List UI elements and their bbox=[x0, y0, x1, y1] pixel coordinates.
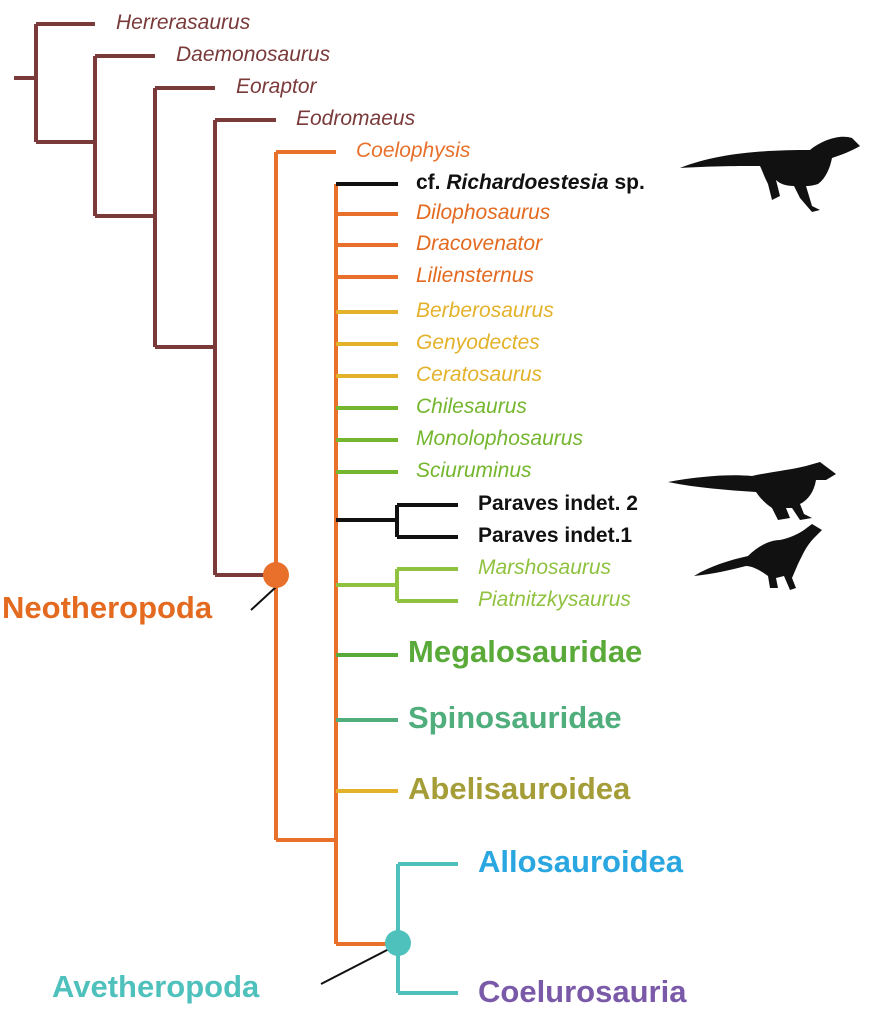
branch-eodromaeus bbox=[155, 118, 276, 575]
label-coelurosauria: Coelurosauria bbox=[478, 974, 687, 1009]
branch-allosauroidea-coelurosauria bbox=[396, 862, 458, 995]
avetheropoda-node bbox=[385, 930, 411, 956]
label-richardoestesia-genus: Richardoestesia bbox=[446, 171, 609, 194]
label-piatnitzkysaurus: Piatnitzkysaurus bbox=[478, 588, 631, 611]
label-sciuruminus: Sciuruminus bbox=[416, 459, 532, 482]
label-chilesaurus: Chilesaurus bbox=[416, 395, 527, 418]
green-branches bbox=[336, 406, 398, 474]
label-berberosaurus: Berberosaurus bbox=[416, 299, 554, 322]
branch-marshosaurus-piatnitzkysaurus bbox=[336, 567, 458, 603]
label-monolophosaurus: Monolophosaurus bbox=[416, 427, 583, 450]
branch-coelophysis bbox=[274, 150, 336, 840]
yellow-branches bbox=[336, 310, 398, 793]
black-branches bbox=[336, 182, 458, 539]
clade-label-avetheropoda: Avetheropoda bbox=[52, 969, 260, 1004]
branch-daemonosaurus bbox=[36, 54, 155, 216]
label-herrerasaurus: Herrerasaurus bbox=[116, 11, 251, 34]
label-richardoestesia: cf. Richardoestesia sp. bbox=[416, 172, 645, 193]
clade-label-neotheropoda: Neotheropoda bbox=[2, 590, 213, 625]
piatnitzkysaurid-branches bbox=[336, 567, 458, 603]
label-ceratosaurus: Ceratosaurus bbox=[416, 363, 543, 386]
label-richardoestesia-suffix: sp. bbox=[614, 171, 645, 194]
branch-herrerasaurus bbox=[34, 22, 95, 142]
label-dracovenator: Dracovenator bbox=[416, 232, 543, 255]
avetheropoda-branches bbox=[396, 862, 458, 995]
richardoestesia-silhouette bbox=[680, 136, 860, 212]
avetheropoda-pointer bbox=[320, 948, 390, 985]
label-allosauroidea: Allosauroidea bbox=[478, 844, 683, 879]
label-megalosauridae: Megalosauridae bbox=[408, 634, 643, 669]
branch-eoraptor bbox=[95, 86, 215, 347]
label-eodromaeus: Eodromaeus bbox=[296, 107, 416, 130]
label-richardoestesia-prefix: cf. bbox=[416, 171, 441, 194]
label-liliensternus: Liliensternus bbox=[416, 264, 534, 287]
branch-inner-backbone bbox=[276, 184, 338, 944]
neotheropoda-node bbox=[263, 562, 289, 588]
label-spinosauridae: Spinosauridae bbox=[408, 700, 622, 735]
label-marshosaurus: Marshosaurus bbox=[478, 556, 612, 579]
label-abelisauroidea: Abelisauroidea bbox=[408, 771, 631, 806]
basal-branches bbox=[14, 22, 276, 577]
branch-paraves bbox=[336, 503, 458, 539]
label-eoraptor: Eoraptor bbox=[236, 75, 317, 98]
label-dilophosaurus: Dilophosaurus bbox=[416, 201, 551, 224]
label-daemonosaurus: Daemonosaurus bbox=[176, 43, 331, 66]
label-paraves1: Paraves indet.1 bbox=[478, 524, 633, 547]
paraves1-silhouette bbox=[694, 524, 822, 590]
label-paraves2: Paraves indet. 2 bbox=[478, 492, 638, 515]
label-genyodectes: Genyodectes bbox=[416, 331, 540, 354]
neotheropoda-branches bbox=[274, 150, 398, 946]
paraves2-silhouette bbox=[668, 462, 836, 520]
label-coelophysis: Coelophysis bbox=[356, 139, 471, 162]
neotheropoda-pointer bbox=[250, 586, 277, 611]
